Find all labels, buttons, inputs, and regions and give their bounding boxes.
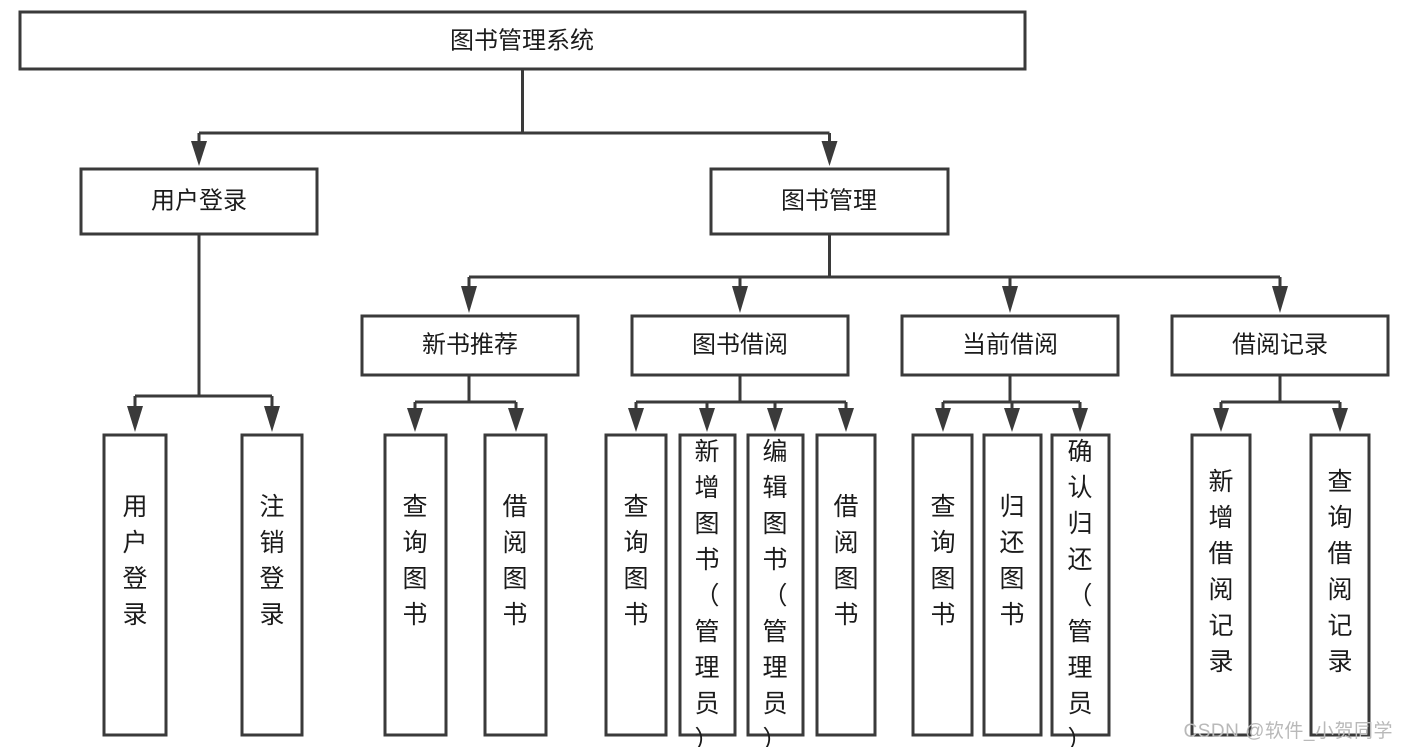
node-book-borrow-box[interactable] [630,314,850,377]
node-leaf-query-book-rec-label: 查询图书 [402,493,427,629]
arrow-head-new-book [461,286,477,313]
node-leaf-query-book-rec[interactable]: 查询图书 [383,433,448,737]
node-user-login[interactable]: 用户登录 [79,167,319,236]
node-leaf-query-book-rec-box[interactable] [383,433,448,737]
node-leaf-query-book-borrow-box[interactable] [604,433,668,737]
node-new-book-recommend-box[interactable] [360,314,580,377]
arrow-head-leaf-6 [699,408,715,432]
arrow-head-leaf-12 [1213,408,1229,432]
node-leaf-user-login-box[interactable] [102,433,168,737]
node-user-login-box[interactable] [79,167,319,236]
node-leaf-edit-book-admin-box[interactable] [746,433,805,737]
csdn-watermark: CSDN @软件_小贺同学 [1183,721,1393,742]
node-leaf-query-borrow-record-box[interactable] [1309,433,1371,737]
arrow-head-leaf-11 [1072,408,1088,432]
node-leaf-borrow-book[interactable]: 借阅图书 [815,433,877,737]
arrow-head-leaf-13 [1332,408,1348,432]
node-borrow-record[interactable]: 借阅记录 [1170,314,1390,377]
connector-group-root-to-level2 [191,69,838,166]
node-leaf-borrow-book-box[interactable] [815,433,877,737]
node-leaf-query-book-borrow-label: 查询图书 [623,493,648,629]
node-leaf-logout[interactable]: 注销登录 [240,433,304,737]
connector-group-borrow-book-to-leaves [628,375,854,432]
node-leaf-logout-box[interactable] [240,433,304,737]
node-leaf-query-borrow-record-label: 查询借阅记录 [1327,468,1352,676]
node-leaf-confirm-return-admin-box[interactable] [1050,433,1111,737]
arrow-head-leaf-2 [264,406,280,432]
node-leaf-add-borrow-record-box[interactable] [1190,433,1252,737]
node-book-borrow[interactable]: 图书借阅 [630,314,850,377]
node-leaf-query-book-current-label: 查询图书 [930,493,955,629]
arrow-head-leaf-5 [628,408,644,432]
connector-group-new-book-to-leaves [407,375,524,432]
arrow-head-leaf-1 [127,406,143,432]
node-new-book-recommend-label: 新书推荐 [422,331,518,358]
node-root-system[interactable]: 图书管理系统 [18,10,1027,71]
node-leaf-borrow-book-rec-box[interactable] [483,433,548,737]
node-new-book-recommend[interactable]: 新书推荐 [360,314,580,377]
node-book-management-label: 图书管理 [781,187,877,214]
node-user-login-label: 用户登录 [151,187,247,214]
connector-group-book-mgmt-to-level3 [461,234,1288,313]
node-leaf-query-book-borrow[interactable]: 查询图书 [604,433,668,737]
node-leaf-logout-label: 注销登录 [259,493,284,629]
node-leaf-return-book[interactable]: 归还图书 [982,433,1043,737]
node-leaf-add-borrow-record-label: 新增借阅记录 [1208,468,1233,676]
node-leaf-add-book-admin-label: 新增图书（管理员） [694,438,719,747]
node-leaf-add-book-admin[interactable]: 新增图书（管理员） [678,433,737,747]
arrow-head-current-borrow [1002,286,1018,313]
node-borrow-record-box[interactable] [1170,314,1390,377]
node-leaf-borrow-book-label: 借阅图书 [833,493,858,629]
node-current-borrow[interactable]: 当前借阅 [900,314,1120,377]
node-borrow-record-label: 借阅记录 [1232,331,1328,358]
arrow-head-book-mgmt [821,141,838,166]
node-leaf-return-book-label: 归还图书 [999,493,1024,629]
arrow-head-leaf-7 [767,408,783,432]
arrow-head-leaf-10 [1004,408,1020,432]
arrow-head-leaf-4 [508,408,524,432]
node-book-management[interactable]: 图书管理 [709,167,950,236]
arrow-head-borrow-book [732,286,748,313]
arrow-head-user-login [191,141,207,166]
arrow-head-borrow-record [1272,286,1288,313]
node-root-box[interactable] [18,10,1027,71]
node-current-borrow-label: 当前借阅 [962,331,1058,358]
node-leaf-query-book-current[interactable]: 查询图书 [911,433,974,737]
node-leaf-add-borrow-record[interactable]: 新增借阅记录 [1190,433,1252,737]
node-current-borrow-box[interactable] [900,314,1120,377]
node-leaf-confirm-return-admin-label: 确认归还（管理员） [1067,438,1092,747]
node-leaf-user-login[interactable]: 用户登录 [102,433,168,737]
node-leaf-user-login-label: 用户登录 [122,493,147,629]
connector-group-current-borrow-to-leaves [935,375,1088,432]
node-leaf-query-borrow-record[interactable]: 查询借阅记录 [1309,433,1371,737]
node-leaf-borrow-book-rec[interactable]: 借阅图书 [483,433,548,737]
node-leaf-confirm-return-admin[interactable]: 确认归还（管理员） [1050,433,1111,747]
arrow-head-leaf-9 [935,408,951,432]
arrow-head-leaf-8 [838,408,854,432]
connector-group-borrow-record-to-leaves [1213,375,1348,432]
node-leaf-edit-book-admin[interactable]: 编辑图书（管理员） [746,433,805,747]
node-book-management-box[interactable] [709,167,950,236]
node-leaf-add-book-admin-box[interactable] [678,433,737,737]
arrow-head-leaf-3 [407,408,423,432]
node-leaf-edit-book-admin-label: 编辑图书（管理员） [762,438,787,747]
node-leaf-query-book-current-box[interactable] [911,433,974,737]
node-leaf-borrow-book-rec-label: 借阅图书 [502,493,527,629]
connector-group-user-login-to-leaves [127,234,280,432]
node-root-label: 图书管理系统 [450,27,594,54]
node-book-borrow-label: 图书借阅 [692,331,788,358]
node-leaf-return-book-box[interactable] [982,433,1043,737]
